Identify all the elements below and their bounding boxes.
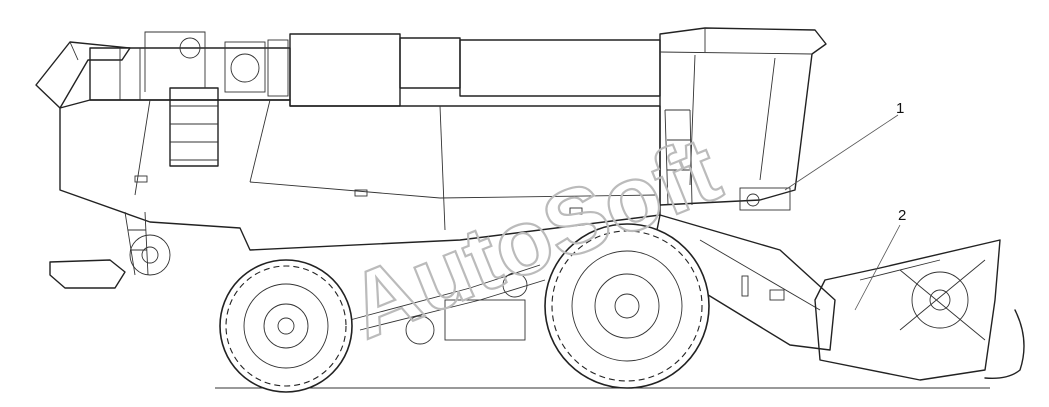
- front-wheel: [544, 223, 710, 389]
- operator-cab: [659, 27, 827, 211]
- callout-2: 2: [898, 207, 906, 224]
- grain-tank: [89, 33, 661, 107]
- straw-chopper: [49, 234, 171, 289]
- header: [814, 239, 1025, 381]
- callout-1: 1: [896, 100, 904, 117]
- engine-compartment: [179, 37, 289, 97]
- drive-train: [349, 264, 546, 345]
- callout-leader-2: [854, 224, 901, 311]
- main-body: [59, 99, 661, 251]
- unloading-auger: [35, 41, 131, 109]
- callout-leader-1: [784, 114, 899, 191]
- rear-wheel: [219, 259, 353, 393]
